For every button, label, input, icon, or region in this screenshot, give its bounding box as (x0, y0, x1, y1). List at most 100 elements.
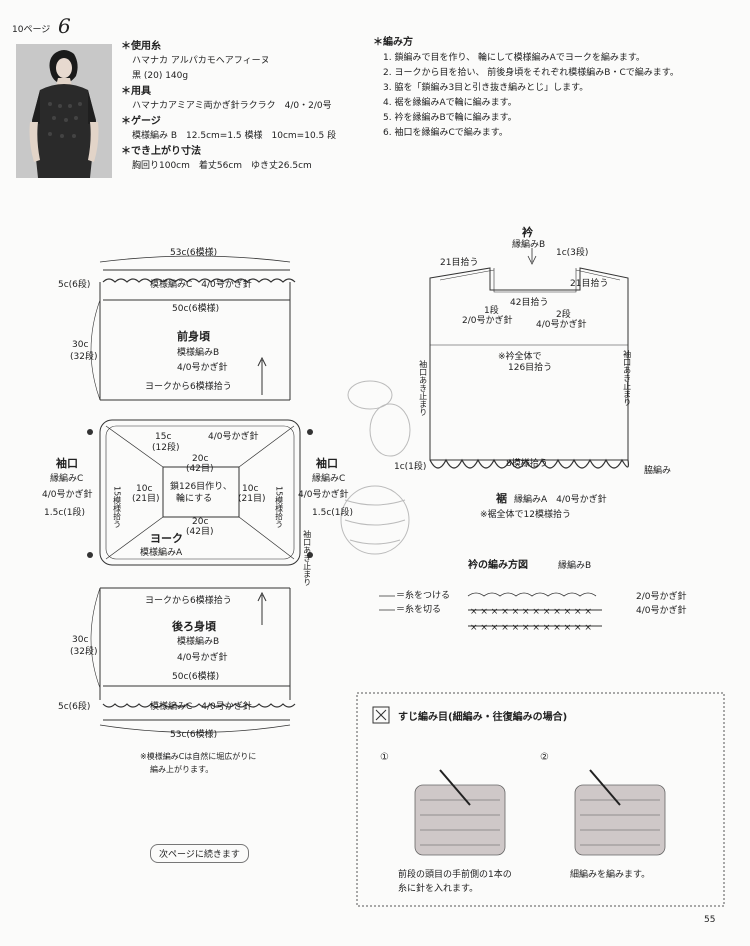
collar-chart-hook-4: 4/0号かぎ針 (636, 606, 687, 616)
yoke-top-width: 20c (192, 454, 209, 464)
size-text: 胸回り100cm 着丈56cm ゆき丈26.5cm (132, 161, 312, 171)
size-title: ＊でき上がり寸法 (121, 146, 201, 157)
collar-left-pickup: 21目拾う (440, 258, 479, 268)
yoke-left-stitches: (21目) (132, 494, 160, 504)
yoke-right-stitches: (21目) (238, 494, 266, 504)
collar-title: 衿 (522, 226, 533, 239)
front-left-edge: 5c(6段) (58, 280, 91, 290)
collar-edge: 縁編みB (512, 240, 546, 250)
sleeve-left-title: 袖口 (56, 457, 78, 470)
tools-text: ハマナカアミアミ両かぎ針ラクラク 4/0・2/0号 (132, 101, 332, 111)
yoke-title: ヨーク (150, 532, 183, 545)
hem-total: ※裾全体で12模様拾う (480, 510, 571, 520)
yoke-bottom-stitches: (42目) (186, 527, 214, 537)
back-pattern: 模様編みB (177, 637, 220, 647)
sleeve-left-size: 1.5c(1段) (44, 508, 86, 518)
collar-chart-subtitle: 縁編みB (558, 561, 592, 571)
pattern-number: 6 (58, 14, 71, 38)
front-edge-label: 模様編みC 4/0号かぎ針 (150, 280, 252, 290)
yoke-center-note-2: 輪にする (176, 494, 213, 504)
yarn-color: 黒 (20) 140g (132, 71, 189, 81)
back-bottom-width: 53c(6模様) (170, 730, 218, 740)
instruction-step-3: 3. 脇を「鎖編み3目と引き抜き編みとじ」します。 (383, 83, 589, 93)
back-edge-label: 模様編みC 4/0号かぎ針 (150, 702, 252, 712)
collar-chart-hook-2: 2/0号かぎ針 (636, 592, 687, 602)
next-page-note: 次ページに続きます (150, 844, 249, 863)
yarn-title: ＊使用糸 (121, 41, 161, 52)
yoke-left-width: 10c (136, 484, 153, 494)
back-note-2: 編み上がります。 (150, 765, 214, 774)
front-title: 前身頃 (177, 330, 210, 343)
technique-step2-text: 細編みを編みます。 (570, 870, 651, 880)
svg-text:× × × × × × × × × × × ×: × × × × × × × × × × × × (470, 623, 592, 633)
sleeve-right-edge: 縁編みC (312, 474, 346, 484)
technique-step1-text-2: 糸に針を入れます。 (398, 884, 479, 894)
sleeve-opening-note: 袖口あき止まり (302, 530, 312, 586)
yoke-right-width: 10c (242, 484, 259, 494)
back-hook: 4/0号かぎ針 (177, 653, 228, 663)
sleeve-right-title: 袖口 (316, 457, 338, 470)
instruction-step-4: 4. 裾を縁編みAで輪に編みます。 (383, 98, 517, 108)
instruction-step-5: 5. 衿を縁編みBで輪に編みます。 (383, 113, 517, 123)
front-pattern: 模様編みB (177, 348, 220, 358)
hem-pickup: 8模様拾う (506, 459, 548, 469)
gauge-title: ＊ゲージ (121, 116, 161, 127)
tools-title: ＊用具 (121, 86, 151, 97)
hem-edge: 縁編みA 4/0号かぎ針 (514, 495, 607, 505)
yoke-pattern: 模様編みA (140, 548, 183, 558)
collar-total-1: ※衿全体で (498, 352, 542, 362)
back-pickup: ヨークから6模様拾う (145, 596, 232, 606)
sleeve-right-size: 1.5c(1段) (312, 508, 354, 518)
page-number: 55 (704, 915, 716, 925)
technique-step1-number: ① (380, 752, 389, 763)
yoke-hook: 4/0号かぎ針 (208, 432, 259, 442)
yoke-bottom-width: 20c (192, 517, 209, 527)
front-top-width: 53c(6模様) (170, 248, 218, 258)
collar-chart-title: 衿の編み方図 (468, 560, 528, 571)
collar-right-pickup: 21目拾う (570, 279, 609, 289)
instruction-step-1: 1. 鎖編みで目を作り、 輪にして模様編みAでヨークを編みます。 (383, 53, 645, 63)
technique-step1-text-1: 前段の頭目の手前側の1本の (398, 870, 512, 880)
collar-center-pickup: 42目拾う (510, 298, 549, 308)
hem-depth: 1c(1段) (394, 462, 427, 472)
back-title: 後ろ身頃 (172, 620, 216, 633)
gauge-text: 模様編み B 12.5cm=1.5 模様 10cm=10.5 段 (132, 131, 337, 141)
model-photo (16, 44, 112, 178)
yarn-name: ハマナカ アルパカモヘアフィーヌ (132, 56, 270, 66)
collar-total-2: 126目拾う (508, 363, 553, 373)
instructions-title: ＊編み方 (373, 37, 413, 48)
collar-depth: 1c(3段) (556, 248, 589, 258)
front-rows: (32段) (70, 352, 98, 362)
front-pickup: ヨークから6模様拾う (145, 382, 232, 392)
collar-row-1: 1段 (484, 306, 499, 316)
back-height: 30c (72, 635, 89, 645)
sleeve-open-right: 袖口あき止まり (622, 350, 632, 406)
instruction-step-2: 2. ヨークから目を拾い、 前後身頃をそれぞれ模様編みB・Cで編みます。 (383, 68, 679, 78)
page-reference: 10ページ (12, 25, 51, 35)
technique-title: すじ編み目(細編み・往復編みの場合) (398, 712, 568, 723)
side-seam-label: 脇編み (644, 466, 672, 476)
collar-row-2-hook: 4/0号かぎ針 (536, 320, 587, 330)
collar-row-2: 2段 (556, 310, 571, 320)
sleeve-left-hook: 4/0号かぎ針 (42, 490, 93, 500)
back-left-edge: 5c(6段) (58, 702, 91, 712)
collar-row-1-hook: 2/0号かぎ針 (462, 316, 513, 326)
yoke-side-right: 15模様拾う (274, 486, 284, 529)
key-attach: ＝糸をつける (396, 591, 451, 601)
svg-text:× × × × × × × × × × × ×: × × × × × × × × × × × × (470, 607, 592, 617)
sleeve-left-edge: 縁編みC (50, 474, 84, 484)
yoke-center-note: 鎖126目作り、 (170, 482, 232, 492)
back-note-1: ※模様編みCは自然に堀広がりに (140, 752, 257, 761)
front-height: 30c (72, 340, 89, 350)
yoke-depth: 15c (155, 432, 172, 442)
hem-title: 裾 (496, 492, 507, 505)
back-inner-width: 50c(6模様) (172, 672, 220, 682)
yoke-side-left: 15模様拾う (112, 486, 122, 529)
back-rows: (32段) (70, 647, 98, 657)
yoke-depth-rows: (12段) (152, 443, 180, 453)
sleeve-open-left: 袖口あき止まり (418, 360, 428, 416)
instruction-step-6: 6. 袖口を縁編みCで編みます。 (383, 128, 508, 138)
sleeve-right-hook: 4/0号かぎ針 (298, 490, 349, 500)
yoke-top-stitches: (42目) (186, 464, 214, 474)
